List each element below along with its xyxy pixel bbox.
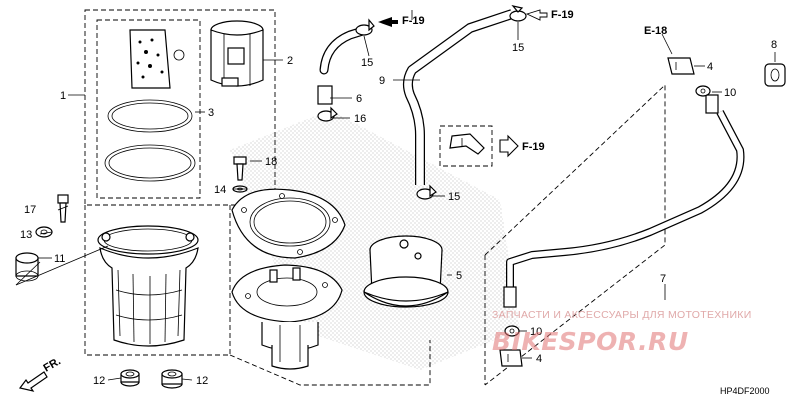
- bolt-18: [233, 156, 247, 181]
- f19-arrow-icon-top-left: [378, 17, 398, 27]
- ref-f19-top-right: F-19: [551, 9, 574, 21]
- joint-4a: [667, 57, 695, 75]
- label-part-15-right: 15: [512, 42, 524, 54]
- ref-e18: E-18: [644, 25, 667, 37]
- label-part-12-right: 12: [196, 375, 208, 387]
- pump-assembly-box: [84, 205, 431, 386]
- f19-arrow-icon-top-right: [525, 9, 548, 21]
- clamp-16: [317, 106, 338, 122]
- clamp-15b: [509, 5, 527, 22]
- clip-reference-box: [439, 125, 493, 167]
- leader-lines: [15, 10, 776, 381]
- label-part-18: 18: [265, 156, 277, 168]
- o-ring-large-upper: [107, 99, 193, 133]
- f19-arrow-icon-clip: [499, 134, 519, 158]
- ref-f19-top-left: F-19: [402, 15, 425, 27]
- front-label: FR.: [42, 355, 63, 374]
- label-part-5: 5: [456, 270, 462, 282]
- cushion-11: [15, 252, 39, 282]
- tank-gasket: [231, 188, 346, 259]
- label-part-12-left: 12: [93, 375, 105, 387]
- front-arrow-icon: [18, 371, 48, 392]
- collar-13: [35, 226, 53, 238]
- label-part-2: 2: [287, 55, 293, 67]
- hose-assembly-box: [484, 83, 666, 386]
- o-ring-large-lower: [104, 144, 196, 182]
- label-part-15-lower: 15: [448, 191, 460, 203]
- label-part-3: 3: [208, 107, 214, 119]
- label-part-14: 14: [214, 184, 226, 196]
- grommet-12b: [161, 369, 183, 389]
- hose-9: [402, 9, 514, 185]
- small-o-ring: [173, 49, 185, 61]
- regulator-holder: [210, 20, 264, 87]
- label-part-4-upper: 4: [707, 61, 713, 73]
- label-part-11: 11: [54, 253, 65, 265]
- ref-f19-clip: F-19: [522, 141, 545, 153]
- diagram-code: HP4DF2000: [720, 386, 770, 396]
- watermark-site: BIKESPOR.RU: [492, 327, 689, 356]
- fuel-feed-hose-7: [503, 94, 745, 308]
- label-part-17: 17: [24, 204, 36, 216]
- grommet-12a: [120, 369, 140, 387]
- fuel-pump-canister: [97, 225, 199, 347]
- label-part-13: 13: [20, 229, 32, 241]
- label-part-8: 8: [771, 39, 777, 51]
- hose-6: [317, 25, 371, 105]
- clamp-15a: [355, 18, 375, 36]
- watermark-tagline: ЗАПЧАСТИ И АКСЕССУАРЫ ДЛЯ МОТОТЕХНИКИ: [492, 309, 752, 321]
- label-part-7: 7: [660, 273, 666, 285]
- pump-mount-plate: [231, 264, 343, 370]
- rubber-cushion-8: [764, 63, 786, 87]
- clamp-15c: [416, 184, 437, 200]
- kit-box-inner: [96, 19, 201, 199]
- label-part-1: 1: [60, 90, 66, 102]
- gasket-sheet: [129, 29, 171, 89]
- label-part-10-upper: 10: [724, 87, 736, 99]
- bolt-17: [57, 194, 69, 223]
- label-part-15-left: 15: [361, 57, 373, 69]
- joint-4b: [499, 349, 523, 367]
- label-part-9: 9: [379, 75, 385, 87]
- clip-10a: [695, 85, 711, 97]
- label-part-4-lower: 4: [536, 353, 542, 365]
- labels: 1 2 3 4 4 5 6 7 8 9 10 10 11 12 12 13 14…: [20, 9, 777, 396]
- label-part-6: 6: [356, 93, 362, 105]
- fuel-filter-5: [363, 235, 449, 308]
- label-part-10-lower: 10: [530, 326, 542, 338]
- watermark: ЗАПЧАСТИ И АКСЕССУАРЫ ДЛЯ МОТОТЕХНИКИ BI…: [492, 309, 752, 356]
- label-part-16: 16: [354, 113, 366, 125]
